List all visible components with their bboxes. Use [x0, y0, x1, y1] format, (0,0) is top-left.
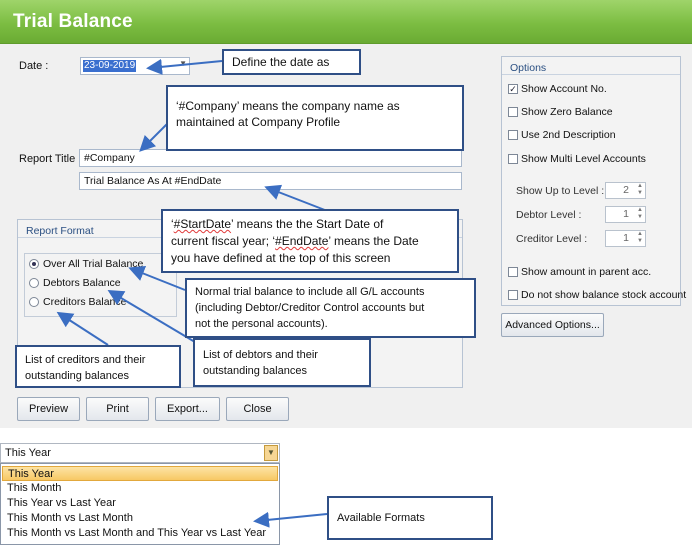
title-bar: Trial Balance: [0, 0, 692, 44]
callout-creditors-line2: outstanding balances: [25, 370, 129, 382]
period-list: This Year This Month This Year vs Last Y…: [0, 463, 280, 545]
radio-label-over-all[interactable]: Over All Trial Balance: [43, 258, 144, 270]
date-label: Date :: [19, 60, 49, 72]
report-title-label: Report Title :: [19, 153, 82, 165]
advanced-options-button[interactable]: Advanced Options...: [501, 313, 604, 337]
option-show-zero-balance[interactable]: Show Zero Balance: [521, 106, 613, 118]
option-show-multi-level[interactable]: Show Multi Level Accounts: [521, 153, 646, 165]
option-use-2nd-description[interactable]: Use 2nd Description: [521, 129, 616, 141]
list-item[interactable]: This Month vs Last Month and This Year v…: [7, 527, 267, 539]
callout-creditors-line1: List of creditors and their: [25, 354, 146, 366]
spin-arrows-icon[interactable]: ▲▼: [637, 183, 643, 196]
list-item[interactable]: This Year vs Last Year: [7, 497, 116, 509]
check-icon[interactable]: ✓: [508, 84, 518, 94]
callout-creditors: List of creditors and their outstanding …: [15, 345, 181, 388]
list-item[interactable]: This Year: [2, 466, 278, 481]
callout-dates: ‘#StartDate’ means the the Start Date of…: [161, 209, 459, 273]
report-title-input-1[interactable]: #Company: [79, 149, 462, 167]
option-show-account-no[interactable]: Show Account No.: [521, 83, 607, 95]
checkbox-no-balance-stock[interactable]: [508, 290, 518, 300]
report-format-title: Report Format: [26, 225, 94, 237]
callout-dates-line1: ’ means the the Start Date of: [231, 217, 384, 231]
callout-normal-line2: (including Debtor/Creditor Control accou…: [195, 302, 425, 314]
callout-formats-text: Available Formats: [337, 512, 425, 524]
callout-dates-quote: ‘: [171, 217, 174, 231]
callout-dates-line2a: current fiscal year; ‘: [171, 234, 276, 248]
checkbox-show-multi-level[interactable]: [508, 154, 518, 164]
level-label-show-up-to: Show Up to Level :: [516, 185, 605, 197]
list-item[interactable]: This Month vs Last Month: [7, 512, 133, 524]
spin-value: 2: [623, 184, 629, 196]
callout-normal-line3: not the personal accounts).: [195, 318, 328, 330]
radio-debtors-balance[interactable]: [29, 278, 39, 288]
callout-date: Define the date as: [222, 49, 361, 75]
callout-debtors-line1: List of debtors and their: [203, 349, 318, 361]
option-no-balance-stock[interactable]: Do not show balance stock account: [521, 289, 687, 301]
spin-arrows-icon[interactable]: ▲▼: [637, 207, 643, 220]
period-combo[interactable]: This Year ▼: [0, 443, 280, 463]
callout-formats: Available Formats: [327, 496, 493, 540]
level-label-debtor: Debtor Level :: [516, 209, 582, 221]
report-format-radio-box: [24, 253, 177, 317]
callout-dates-line3: you have defined at the top of this scre…: [171, 251, 391, 265]
radio-label-debtors[interactable]: Debtors Balance: [43, 277, 121, 289]
checkbox-show-zero-balance[interactable]: [508, 107, 518, 117]
callout-dates-startdate: #StartDate: [173, 217, 232, 231]
dropdown-arrow-icon[interactable]: ▼: [264, 445, 278, 461]
callout-normal-line1: Normal trial balance to include all G/L …: [195, 286, 425, 298]
callout-dates-line2c: ’ means the Date: [328, 234, 419, 248]
print-button[interactable]: Print: [86, 397, 149, 421]
spin-value: 1: [623, 232, 629, 244]
period-combo-value: This Year: [5, 447, 51, 459]
checkbox-show-amount-parent[interactable]: [508, 267, 518, 277]
callout-dates-enddate: #EndDate: [275, 234, 329, 248]
export-button[interactable]: Export...: [155, 397, 220, 421]
callout-normal-trial-balance: Normal trial balance to include all G/L …: [185, 278, 476, 338]
callout-company: ‘#Company’ means the company name as mai…: [166, 85, 464, 151]
callout-company-line2: maintained at Company Profile: [176, 115, 341, 129]
callout-debtors-line2: outstanding balances: [203, 365, 307, 377]
callout-debtors: List of debtors and their outstanding ba…: [193, 338, 371, 387]
radio-label-creditors[interactable]: Creditors Balance: [43, 296, 127, 308]
radio-creditors-balance[interactable]: [29, 297, 39, 307]
spin-creditor-level[interactable]: 1 ▲▼: [605, 230, 646, 247]
date-value: 23-09-2019: [83, 60, 137, 72]
close-button[interactable]: Close: [226, 397, 289, 421]
window-title: Trial Balance: [13, 11, 133, 32]
radio-over-all-trial-balance[interactable]: [29, 259, 39, 269]
checkbox-use-2nd-description[interactable]: [508, 130, 518, 140]
spin-debtor-level[interactable]: 1 ▲▼: [605, 206, 646, 223]
chevron-down-icon[interactable]: ▼: [179, 59, 187, 68]
options-group: Options: [501, 56, 681, 306]
preview-button[interactable]: Preview: [17, 397, 80, 421]
list-item[interactable]: This Month: [7, 482, 62, 494]
level-label-creditor: Creditor Level :: [516, 233, 588, 245]
callout-company-line1: ‘#Company’ means the company name as: [176, 99, 400, 113]
options-title: Options: [510, 62, 547, 74]
spin-arrows-icon[interactable]: ▲▼: [637, 231, 643, 244]
callout-date-text: Define the date as: [232, 55, 330, 69]
option-show-amount-parent[interactable]: Show amount in parent acc.: [521, 266, 652, 278]
spin-show-up-to-level[interactable]: 2 ▲▼: [605, 182, 646, 199]
spin-value: 1: [623, 208, 629, 220]
